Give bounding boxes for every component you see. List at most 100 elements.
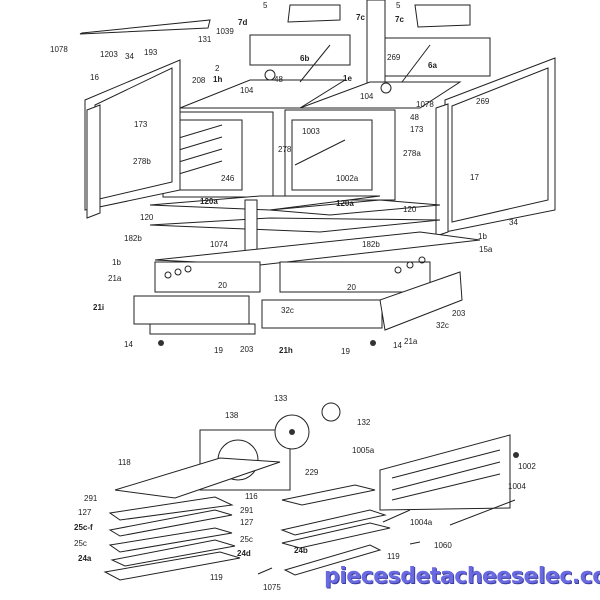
- part-label-182b: 182b: [124, 234, 142, 243]
- plate-127: [108, 496, 234, 521]
- part-label-278b: 278b: [133, 157, 151, 166]
- center-post-1074: [244, 199, 258, 253]
- shelf-120a-right: [269, 199, 441, 216]
- part-label-34: 34: [509, 218, 518, 227]
- part-label-278a: 278a: [403, 149, 421, 158]
- part-label-1002a: 1002a: [336, 174, 359, 183]
- right-oven-cavity: [291, 119, 373, 191]
- part-1060: [409, 541, 421, 545]
- grid-25c: [108, 527, 233, 553]
- part-label-203: 203: [240, 345, 254, 354]
- right-door-glass: [451, 67, 549, 223]
- part-label-1b: 1b: [478, 232, 487, 241]
- part-label-120a: 120a: [336, 199, 354, 208]
- part-label-203: 203: [452, 309, 466, 318]
- rail-1004: [449, 499, 516, 526]
- part-label-1004: 1004: [508, 482, 526, 491]
- part-label-1078: 1078: [416, 100, 434, 109]
- part-label-24d: 24d: [237, 549, 251, 558]
- part-label-1003: 1003: [302, 127, 320, 136]
- tray-24a: [110, 539, 236, 567]
- part-label-269: 269: [476, 97, 490, 106]
- foot-14-left: [158, 340, 164, 346]
- tray-182b: [149, 217, 441, 233]
- element-119-right: [283, 544, 382, 576]
- part-label-132: 132: [357, 418, 371, 427]
- drawer-right: [261, 299, 383, 329]
- right-door-trim: [435, 103, 449, 237]
- back-panel-left: [249, 34, 351, 66]
- part-label-15a: 15a: [479, 245, 493, 254]
- part-label-1074: 1074: [210, 240, 228, 249]
- plinth-left: [149, 323, 256, 335]
- drawer-left-21i: [133, 295, 250, 325]
- back-panel-right: [384, 37, 491, 77]
- left-oven-top: [179, 79, 347, 109]
- part-label-24b: 24b: [294, 546, 308, 555]
- knob-104-right: [380, 82, 392, 94]
- part-label-21h: 21h: [279, 346, 293, 355]
- element-119-left: [103, 551, 241, 581]
- part-label-5: 5: [396, 1, 401, 10]
- part-label-17: 17: [470, 173, 479, 182]
- center-column: [366, 0, 386, 91]
- part-label-119: 119: [387, 552, 400, 561]
- knob-104-left: [264, 69, 276, 81]
- element-1003: [294, 139, 346, 166]
- part-label-2: 2: [215, 64, 220, 73]
- part-label-16: 16: [90, 73, 99, 82]
- part-label-182b: 182b: [362, 240, 380, 249]
- part-label-7c: 7c: [356, 13, 365, 22]
- grid-25c-right: [280, 509, 387, 536]
- liner-1005a: [379, 434, 511, 511]
- left-door-glass: [94, 67, 173, 201]
- part-label-119: 119: [210, 573, 223, 582]
- part-label-1078: 1078: [50, 45, 68, 54]
- base-left: [154, 261, 261, 293]
- part-label-133: 133: [274, 394, 288, 403]
- part-label-6b: 6b: [300, 54, 310, 63]
- part-label-278: 278: [278, 145, 292, 154]
- part-label-131: 131: [198, 35, 212, 44]
- rail-1004a: [382, 509, 411, 523]
- part-label-21a: 21a: [404, 337, 418, 346]
- part-label-173: 173: [134, 120, 148, 129]
- part-label-1039: 1039: [216, 27, 234, 36]
- part-label-120a: 120a: [200, 197, 218, 206]
- motor-132: [321, 402, 341, 422]
- part-label-7d: 7d: [238, 18, 248, 27]
- base-frame: [154, 231, 481, 266]
- left-door-trim: [86, 104, 101, 219]
- part-label-104: 104: [360, 92, 374, 101]
- tray-24b: [281, 522, 391, 549]
- part-label-1b: 1b: [112, 258, 121, 267]
- part-label-1002: 1002: [518, 462, 536, 471]
- part-label-246: 246: [221, 174, 235, 183]
- part-label-269: 269: [387, 53, 401, 62]
- element-116: [281, 484, 376, 506]
- right-oven-top: [299, 81, 462, 109]
- part-label-48: 48: [274, 75, 283, 84]
- top-panel: [79, 19, 211, 35]
- element-118: [114, 457, 281, 499]
- part-label-120: 120: [403, 205, 417, 214]
- part-label-1004a: 1004a: [410, 518, 433, 527]
- part-label-291: 291: [84, 494, 98, 503]
- part-label-25c: 25c: [240, 535, 253, 544]
- part-label-127: 127: [78, 508, 92, 517]
- part-label-5: 5: [263, 1, 268, 10]
- part-label-116: 116: [245, 492, 258, 501]
- base-right: [279, 261, 431, 293]
- watermark-logo: piecesdetacheeselec.com: [324, 564, 600, 589]
- part-label-7c: 7c: [395, 15, 404, 24]
- foot-14-right: [370, 340, 376, 346]
- part-label-173: 173: [410, 125, 424, 134]
- part-1075: [257, 567, 273, 575]
- grid-25c-f: [108, 509, 233, 537]
- part-label-1075: 1075: [263, 583, 281, 592]
- part-label-20: 20: [218, 281, 227, 290]
- part-1002: [513, 452, 519, 458]
- part-label-1005a: 1005a: [352, 446, 375, 455]
- part-label-1060: 1060: [434, 541, 452, 550]
